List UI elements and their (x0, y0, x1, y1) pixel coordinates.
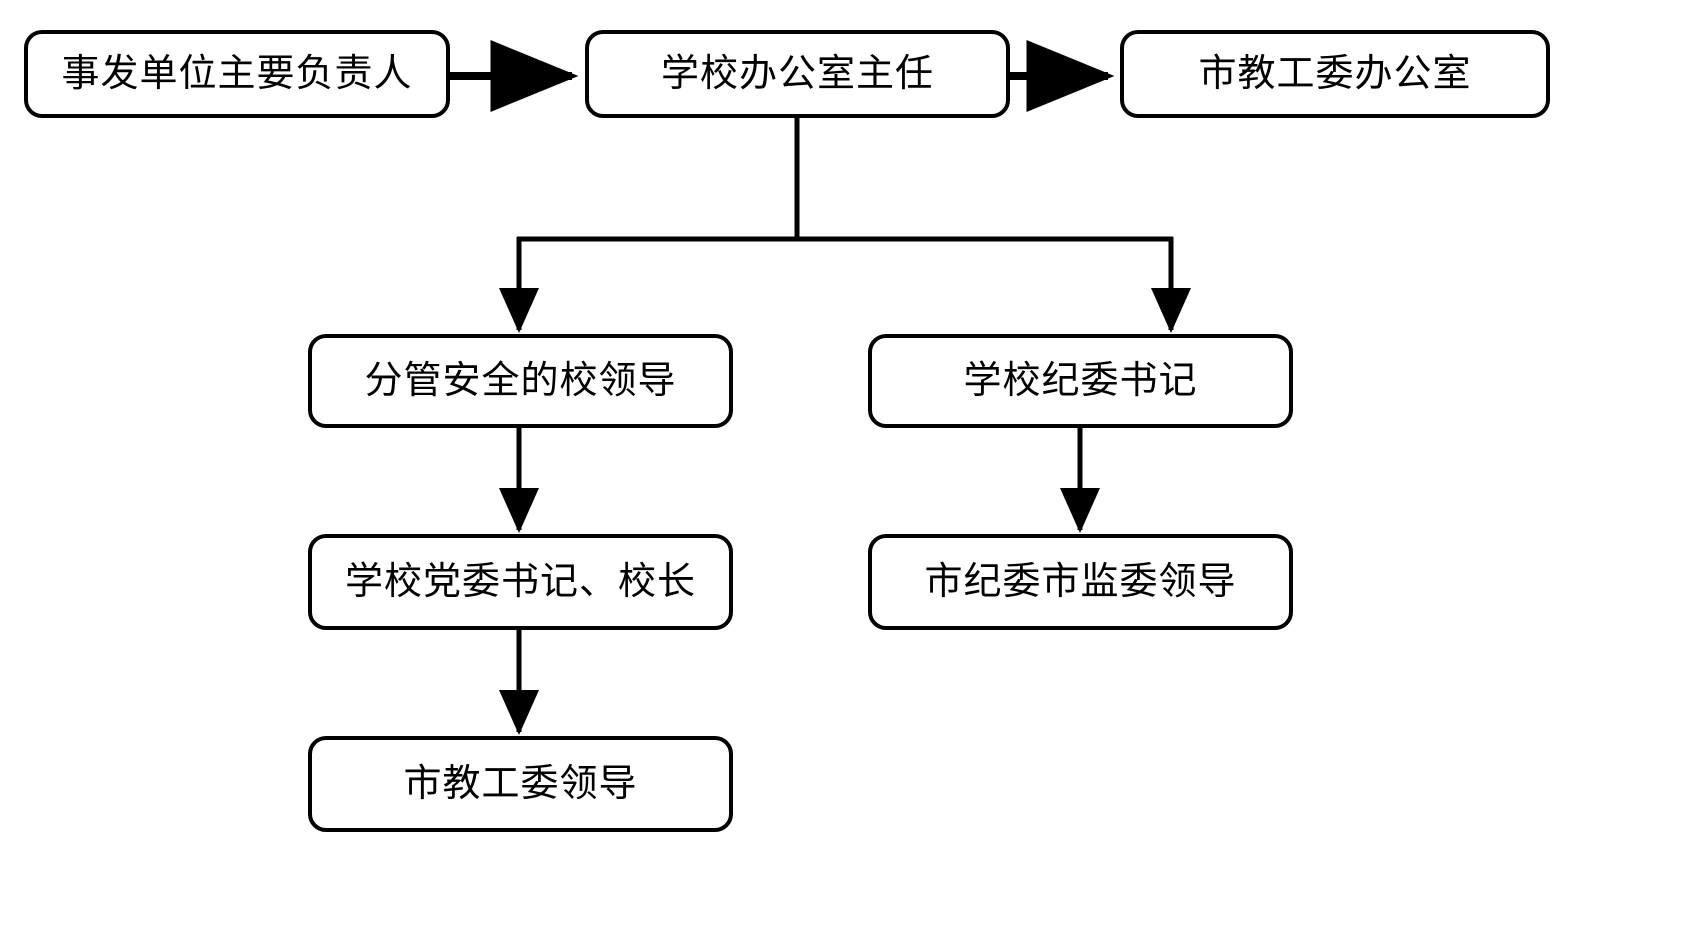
node-label: 学校党委书记、校长 (344, 559, 696, 604)
node-city-edu-committee-office[interactable]: 市教工委办公室 (1120, 30, 1550, 118)
node-city-discipline-supervision-leader[interactable]: 市纪委市监委领导 (868, 534, 1293, 630)
node-label: 学校办公室主任 (660, 51, 934, 96)
node-city-edu-committee-leader[interactable]: 市教工委领导 (308, 736, 733, 832)
node-safety-school-leader[interactable]: 分管安全的校领导 (308, 334, 733, 428)
node-label: 事发单位主要负责人 (61, 51, 413, 96)
node-label: 分管安全的校领导 (364, 358, 677, 403)
node-school-office-director[interactable]: 学校办公室主任 (585, 30, 1010, 118)
node-label: 市教工委领导 (403, 761, 638, 806)
node-incident-unit-head[interactable]: 事发单位主要负责人 (24, 30, 450, 118)
node-label: 市教工委办公室 (1198, 51, 1472, 96)
node-school-discipline-secretary[interactable]: 学校纪委书记 (868, 334, 1293, 428)
node-label: 学校纪委书记 (963, 358, 1198, 403)
node-label: 市纪委市监委领导 (924, 559, 1237, 604)
node-school-party-secretary-principal[interactable]: 学校党委书记、校长 (308, 534, 733, 630)
